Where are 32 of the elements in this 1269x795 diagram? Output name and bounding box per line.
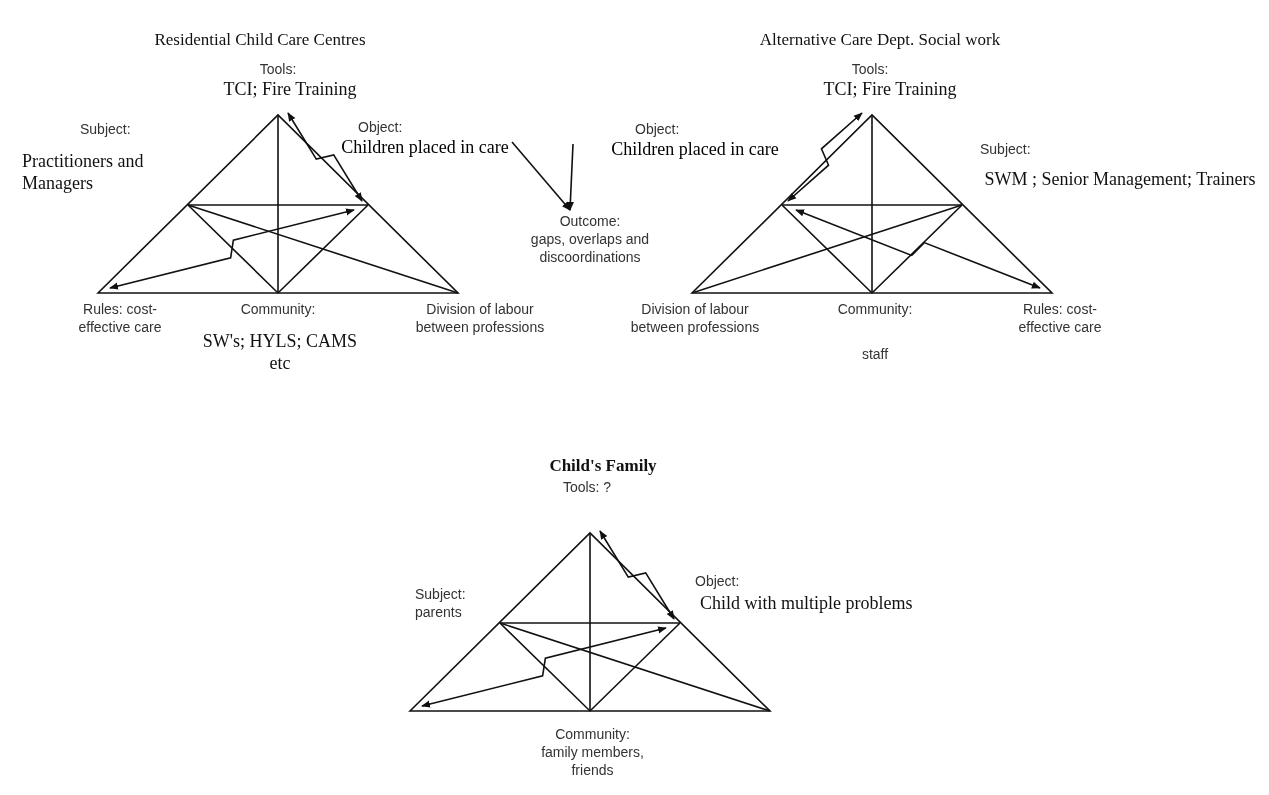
diagram-heading: Residential Child Care Centres xyxy=(154,30,366,49)
node-heading: Outcome: xyxy=(558,212,622,230)
corner-label: Community: xyxy=(837,301,913,317)
corner-text: TCI; Fire Training xyxy=(223,79,357,99)
corner-label: Subject: xyxy=(80,121,131,137)
corner-label: Object: xyxy=(695,573,740,589)
corner-text: Child with multiple problems xyxy=(700,593,913,613)
corner-text: SW's; HYLS; CAMS etc xyxy=(202,331,358,373)
corner-label: Rules: cost-effective care xyxy=(78,301,162,335)
corner-text: Practitioners and Managers xyxy=(22,151,144,193)
arrow xyxy=(511,141,571,211)
corner-label: Subject: parents xyxy=(415,586,466,620)
corner-label: Rules: cost-effective care xyxy=(1018,301,1102,335)
corner-label: Community: xyxy=(240,301,316,317)
corner-text: staff xyxy=(861,346,889,362)
node-text: Children placed in care xyxy=(610,138,780,160)
corner-label: Tools: xyxy=(259,61,297,77)
node-text: Children placed in care xyxy=(340,136,510,158)
node-heading: Object: xyxy=(357,118,404,136)
node-heading: Object: xyxy=(634,120,681,138)
diagram-heading: Alternative Care Dept. Social work xyxy=(759,30,1001,49)
corner-label: Subject: xyxy=(980,141,1031,157)
corner-text: SWM ; Senior Management; Trainers xyxy=(984,169,1256,189)
corner-text: TCI; Fire Training xyxy=(823,79,957,99)
node-text: gaps, overlaps and discoordinations xyxy=(529,230,651,266)
arrow xyxy=(566,143,574,211)
diagram-heading: Child's Family xyxy=(549,456,657,475)
corner-label: Tools: xyxy=(851,61,889,77)
corner-label: Division of labour between professions xyxy=(630,301,760,335)
corner-label: Tools: ? xyxy=(562,479,612,495)
corner-label: Community: family members, friends xyxy=(541,726,644,778)
corner-label: Division of labour between professions xyxy=(415,301,545,335)
